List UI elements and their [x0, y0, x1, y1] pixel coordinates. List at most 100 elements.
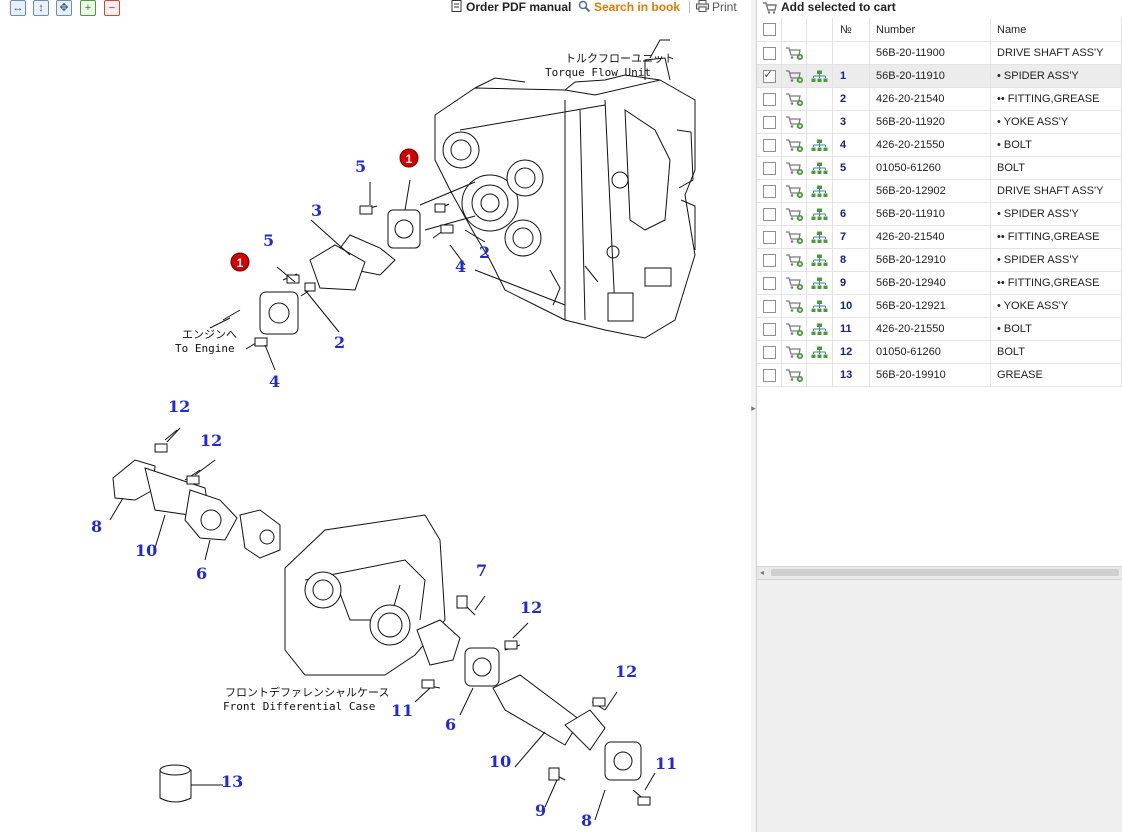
row-checkbox[interactable] — [762, 368, 776, 382]
row-checkbox-cell[interactable] — [757, 248, 782, 272]
add-to-cart-cell[interactable] — [781, 317, 807, 341]
row-checkbox-cell[interactable] — [757, 133, 782, 157]
select-all-checkbox[interactable] — [762, 23, 776, 36]
add-to-cart-icon[interactable] — [785, 47, 803, 60]
hierarchy-icon[interactable] — [811, 323, 828, 335]
name-column-header[interactable]: Name — [990, 18, 1122, 42]
fit-page-icon[interactable]: ✥ — [56, 0, 72, 16]
row-checkbox[interactable] — [762, 92, 776, 106]
callout-3[interactable]: 3 — [311, 201, 322, 220]
row-checkbox[interactable] — [762, 299, 776, 313]
tree-cell[interactable] — [806, 64, 833, 88]
add-to-cart-cell[interactable] — [781, 156, 807, 180]
add-to-cart-icon[interactable] — [785, 185, 803, 198]
add-to-cart-cell[interactable] — [781, 271, 807, 295]
callout-11[interactable]: 11 — [655, 754, 677, 773]
callout-4[interactable]: 4 — [455, 257, 466, 276]
tree-cell[interactable] — [806, 271, 833, 295]
callout-6[interactable]: 6 — [445, 715, 456, 734]
hierarchy-icon[interactable] — [811, 277, 828, 289]
callout-5[interactable]: 5 — [263, 231, 274, 250]
row-checkbox-cell[interactable] — [757, 87, 782, 111]
row-checkbox[interactable] — [762, 115, 776, 129]
hierarchy-icon[interactable] — [811, 346, 828, 358]
row-checkbox[interactable] — [762, 322, 776, 336]
row-checkbox-cell[interactable] — [757, 271, 782, 295]
row-checkbox-cell[interactable] — [757, 179, 782, 203]
callout-8[interactable]: 8 — [91, 517, 102, 536]
scroll-left-icon[interactable]: ◂ — [760, 568, 765, 577]
tree-cell[interactable] — [806, 225, 833, 249]
tree-cell[interactable] — [806, 340, 833, 364]
add-to-cart-icon[interactable] — [785, 323, 803, 336]
add-to-cart-icon[interactable] — [785, 139, 803, 152]
row-checkbox-cell[interactable] — [757, 64, 782, 88]
row-checkbox[interactable] — [762, 253, 776, 267]
hierarchy-icon[interactable] — [811, 70, 828, 82]
add-to-cart-icon[interactable] — [785, 346, 803, 359]
row-checkbox-cell[interactable] — [757, 156, 782, 180]
callout-2[interactable]: 2 — [334, 333, 345, 352]
hierarchy-icon[interactable] — [811, 162, 828, 174]
hierarchy-icon[interactable] — [811, 300, 828, 312]
callout-5[interactable]: 5 — [355, 157, 366, 176]
callout-11[interactable]: 11 — [391, 701, 413, 720]
callout-8[interactable]: 8 — [581, 811, 592, 830]
tree-cell[interactable] — [806, 179, 833, 203]
callout-12[interactable]: 12 — [168, 397, 190, 416]
tree-cell[interactable] — [806, 317, 833, 341]
select-all-header[interactable] — [757, 18, 782, 42]
row-checkbox[interactable] — [762, 207, 776, 221]
row-checkbox-cell[interactable] — [757, 363, 782, 387]
add-to-cart-icon[interactable] — [785, 93, 803, 106]
callout-12[interactable]: 12 — [200, 431, 222, 450]
order-pdf-link[interactable]: Order PDF manual — [450, 0, 571, 14]
row-checkbox-cell[interactable] — [757, 225, 782, 249]
callout-10[interactable]: 10 — [135, 541, 157, 560]
add-to-cart-icon[interactable] — [785, 70, 803, 83]
row-checkbox-cell[interactable] — [757, 41, 782, 65]
add-to-cart-cell[interactable] — [781, 202, 807, 226]
add-selected-to-cart-button[interactable]: Add selected to cart — [757, 0, 1122, 18]
fit-height-icon[interactable]: ↕ — [33, 0, 49, 16]
add-to-cart-cell[interactable] — [781, 133, 807, 157]
callout-10[interactable]: 10 — [489, 752, 511, 771]
add-to-cart-cell[interactable] — [781, 110, 807, 134]
number-column-header[interactable]: № — [832, 18, 870, 42]
row-checkbox[interactable] — [762, 138, 776, 152]
zoom-in-icon[interactable]: + — [80, 0, 96, 16]
callout-9[interactable]: 9 — [535, 801, 546, 820]
part-number-column-header[interactable]: Number — [869, 18, 991, 42]
hierarchy-icon[interactable] — [811, 231, 828, 243]
row-checkbox-cell[interactable] — [757, 202, 782, 226]
tree-cell[interactable] — [806, 202, 833, 226]
horizontal-scrollbar[interactable]: ◂ — [757, 566, 1122, 580]
add-to-cart-cell[interactable] — [781, 340, 807, 364]
row-checkbox[interactable] — [762, 68, 776, 83]
add-to-cart-icon[interactable] — [785, 369, 803, 382]
add-to-cart-cell[interactable] — [781, 363, 807, 387]
callout-1-lower[interactable]: 1 — [230, 252, 250, 272]
callout-7[interactable]: 7 — [476, 561, 487, 580]
callout-12[interactable]: 12 — [520, 598, 542, 617]
collapse-arrow-icon[interactable]: ▸ — [751, 403, 756, 413]
row-checkbox[interactable] — [762, 161, 776, 175]
row-checkbox[interactable] — [762, 230, 776, 244]
row-checkbox-cell[interactable] — [757, 340, 782, 364]
row-checkbox-cell[interactable] — [757, 110, 782, 134]
pane-splitter[interactable]: ▸ — [751, 0, 757, 832]
tree-cell[interactable] — [806, 248, 833, 272]
callout-4[interactable]: 4 — [269, 372, 280, 391]
row-checkbox[interactable] — [762, 345, 776, 359]
